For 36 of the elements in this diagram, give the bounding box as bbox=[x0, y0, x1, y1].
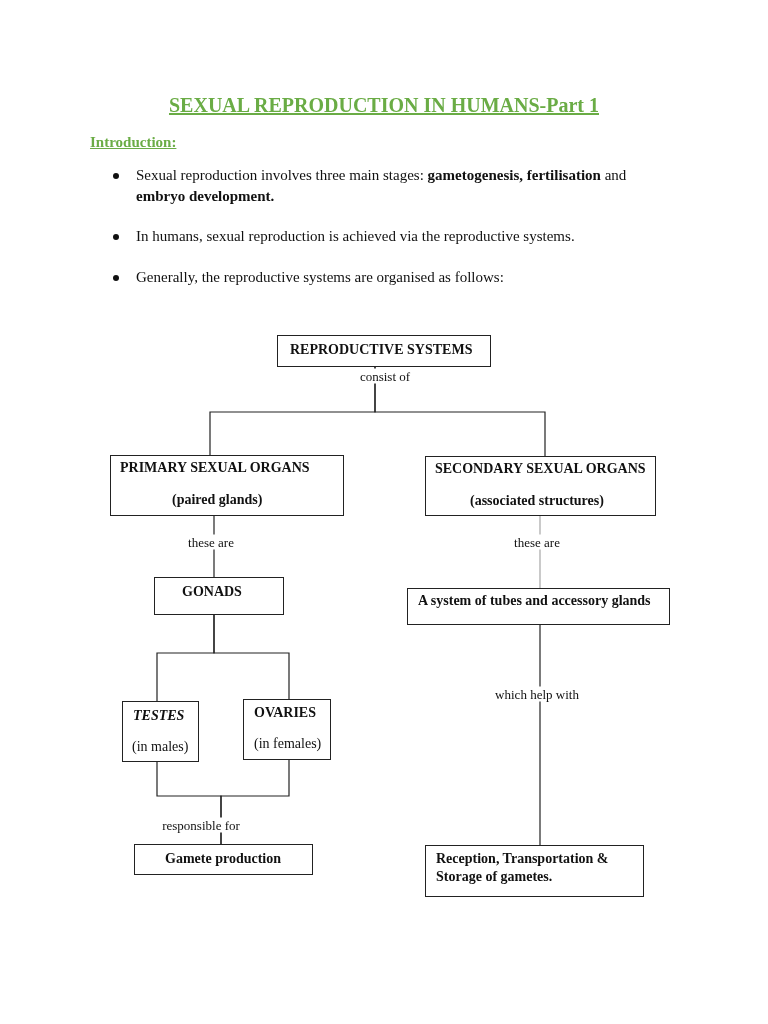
box-subtitle: (in females) bbox=[254, 735, 322, 753]
concept-box bbox=[425, 845, 644, 897]
box-label: Gamete production bbox=[165, 850, 281, 868]
box-heading: SECONDARY SEXUAL ORGANS bbox=[435, 460, 646, 478]
box-label: Reception, Transportation & Storage of gametes. bbox=[436, 850, 610, 886]
box-heading: OVARIES bbox=[254, 704, 316, 722]
page-title: SEXUAL REPRODUCTION IN HUMANS-Part 1 bbox=[169, 93, 599, 117]
connector-line bbox=[374, 366, 546, 457]
concept-box bbox=[277, 335, 491, 367]
connector-line bbox=[220, 759, 290, 845]
bullet-text: Generally, the reproductive systems are organised as follows: bbox=[136, 268, 505, 287]
section-heading: Introduction: bbox=[90, 133, 177, 152]
box-heading: PRIMARY SEXUAL ORGANS bbox=[120, 459, 310, 477]
bullet-text: Sexual reproduction involves three main stages: gametogenesis, fertilisation and embryo development. bbox=[136, 166, 628, 206]
box-subtitle: (paired glands) bbox=[172, 491, 263, 509]
edge-label: these are bbox=[513, 534, 561, 550]
box-subtitle: (associated structures) bbox=[470, 492, 604, 510]
box-label: A system of tubes and accessory glands bbox=[418, 592, 651, 610]
connector-line bbox=[213, 614, 290, 700]
concept-box bbox=[110, 455, 344, 516]
edge-label: which help with bbox=[494, 686, 580, 702]
bullet-text: In humans, sexual reproduction is achieved via the reproductive systems. bbox=[136, 227, 576, 246]
concept-box bbox=[243, 699, 331, 760]
box-heading: TESTES bbox=[133, 707, 185, 725]
connector-line bbox=[539, 624, 541, 846]
concept-box bbox=[134, 844, 313, 875]
edge-label: consist of bbox=[358, 368, 412, 384]
concept-box bbox=[154, 577, 284, 615]
edge-label: these are bbox=[187, 534, 235, 550]
edge-label: responsible for bbox=[161, 817, 241, 833]
box-label: REPRODUCTIVE SYSTEMS bbox=[290, 341, 473, 359]
concept-box bbox=[407, 588, 670, 625]
box-subtitle: (in males) bbox=[132, 738, 189, 756]
concept-box bbox=[122, 701, 199, 762]
box-label: GONADS bbox=[182, 583, 242, 601]
concept-box bbox=[425, 456, 656, 516]
